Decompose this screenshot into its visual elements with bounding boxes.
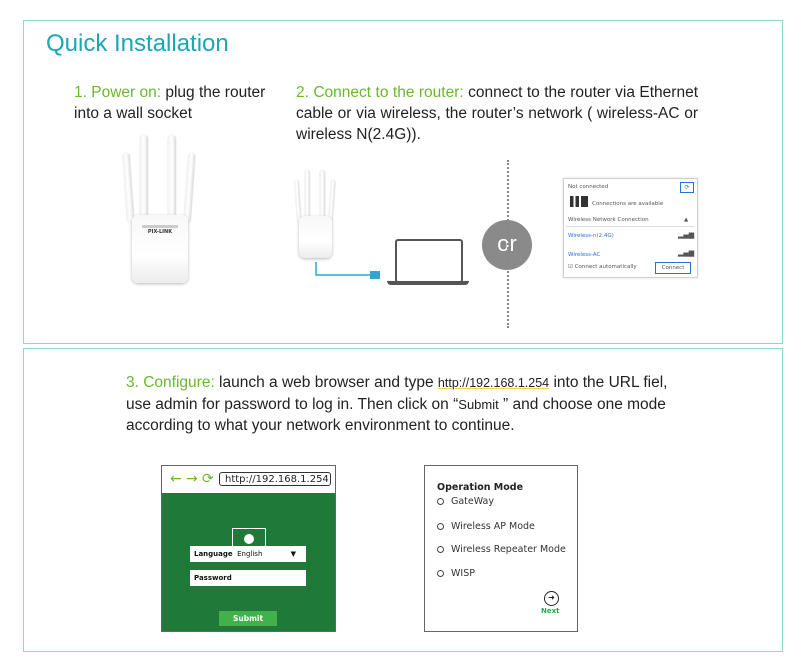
wifi-panel: Not connected ⟳ Connections are availabl… — [563, 178, 698, 278]
language-label: Language — [194, 550, 233, 558]
next-label[interactable]: Next — [541, 607, 560, 615]
step2-body: connect to the router via Ethernet cable… — [296, 84, 699, 143]
laptop-icon — [395, 239, 463, 283]
step1-body: plug the router into a wall socket — [74, 84, 266, 122]
router-image-large: PIX-LINK — [120, 135, 200, 285]
submit-button[interactable]: Submit — [219, 611, 277, 626]
router-brand: PIX-LINK — [147, 229, 173, 235]
wifi-signal-icon: ▂▄▆ — [678, 249, 695, 257]
step3-body-c: ” and choose one mode according to what … — [126, 396, 666, 434]
step3-body-b: into the URL fiel, use admin for passwor… — [126, 374, 668, 413]
auto-connect-label: Connect automatically — [574, 264, 637, 270]
signal-icon — [570, 196, 588, 207]
collapse-icon[interactable]: ▲ — [684, 217, 689, 223]
step1-label: 1. Power on: — [74, 84, 162, 101]
wifi-section: Wireless Network Connection — [568, 217, 649, 223]
opmode-title: Operation Mode — [437, 482, 524, 493]
auto-connect-checkbox[interactable]: ☑ Connect automatically — [568, 264, 637, 270]
step3-submit-word: Submit — [458, 397, 499, 412]
wifi-network-2[interactable]: Wireless-AC — [568, 252, 601, 258]
wifi-signal-icon: ▂▄▆ — [678, 231, 695, 239]
url-bar[interactable]: http://192.168.1.254 — [219, 472, 331, 486]
step2-text: 2. Connect to the router: connect to the… — [296, 82, 698, 145]
language-value: English — [237, 550, 263, 558]
divider — [507, 160, 509, 328]
step-panel-bottom — [23, 348, 783, 652]
dropdown-icon: ▼ — [290, 550, 296, 558]
back-icon[interactable]: ← — [170, 471, 182, 487]
step3-text: 3. Configure: launch a web browser and t… — [126, 372, 686, 436]
radio-wireless-ap[interactable]: Wireless AP Mode — [437, 521, 535, 532]
reload-icon[interactable]: ⟳ — [202, 471, 214, 487]
operation-mode-panel: Operation Mode GateWay Wireless AP Mode … — [424, 465, 578, 632]
step3-body-a: launch a web browser and type — [214, 374, 438, 391]
forward-icon[interactable]: → — [186, 471, 198, 487]
wifi-network-1[interactable]: Wireless-n(2.4G) — [568, 233, 614, 239]
step1-text: 1. Power on: plug the router into a wall… — [74, 82, 274, 124]
radio-gateway[interactable]: GateWay — [437, 496, 494, 507]
radio-wireless-repeater[interactable]: Wireless Repeater Mode — [437, 544, 566, 555]
step3-label: 3. Configure: — [126, 374, 215, 391]
refresh-icon[interactable]: ⟳ — [680, 182, 694, 193]
radio-wisp[interactable]: WISP — [437, 568, 475, 579]
laptop-base — [387, 281, 469, 285]
wifi-not-connected: Not connected — [568, 184, 609, 190]
router-image-small — [293, 170, 338, 262]
page-title: Quick Installation — [46, 30, 229, 57]
connect-button[interactable]: Connect — [655, 262, 691, 274]
step3-url: http://192.168.1.254 — [437, 376, 550, 390]
language-select[interactable]: Language English ▼ — [190, 546, 306, 562]
wifi-connections: Connections are available — [592, 201, 664, 207]
password-label: Password — [194, 574, 232, 582]
next-arrow-icon[interactable]: ➜ — [544, 591, 559, 606]
password-field[interactable]: Password — [190, 570, 306, 586]
browser-mock: ← → ⟳ http://192.168.1.254 Language Engl… — [161, 465, 336, 632]
step2-label: 2. Connect to the router: — [296, 84, 464, 101]
